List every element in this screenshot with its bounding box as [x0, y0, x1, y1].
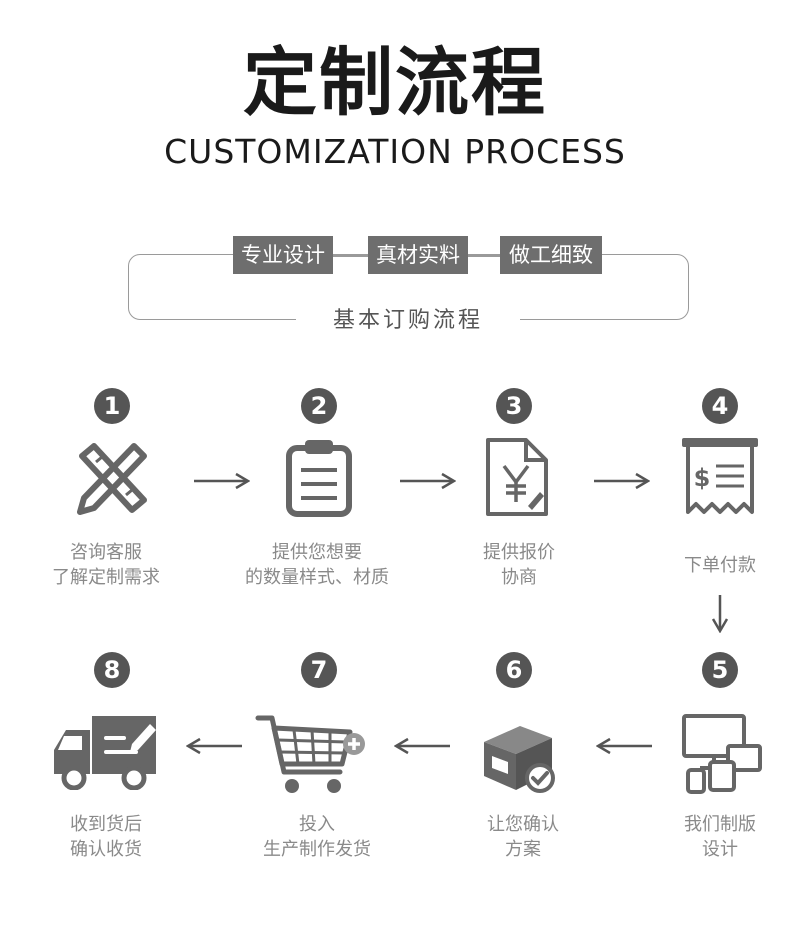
step-label: 收到货后确认收货 — [70, 814, 142, 860]
step-label: 让您确认方案 — [487, 814, 559, 860]
delivery-truck-icon — [54, 716, 156, 790]
step-label: 投入生产制作发货 — [263, 814, 371, 860]
tag-connector — [332, 255, 368, 257]
section-subtitle: 基本订购流程 — [296, 303, 520, 339]
devices-icon — [682, 714, 762, 794]
step-label: 下单付款 — [684, 555, 756, 576]
tag-real-materials: 真材实料 — [368, 236, 468, 274]
step-number-badge: 7 — [301, 652, 337, 688]
step-number-badge: 4 — [702, 388, 738, 424]
step-number-badge: 2 — [301, 388, 337, 424]
svg-text:$: $ — [694, 464, 711, 492]
dollar-receipt-icon: $ — [682, 438, 758, 514]
step-label: 我们制版设计 — [684, 814, 756, 860]
step-number-badge: 1 — [94, 388, 130, 424]
page-title: 定制流程 — [243, 40, 547, 126]
arrow-left-icon — [186, 737, 242, 755]
step-number-badge: 5 — [702, 652, 738, 688]
clipboard-icon — [286, 440, 352, 517]
ruler-pencil-icon — [77, 443, 147, 515]
tag-connector — [468, 255, 500, 257]
step-number-badge: 3 — [496, 388, 532, 424]
step-number-badge: 8 — [94, 652, 130, 688]
arrow-down-icon — [711, 595, 729, 633]
page-subtitle-en: CUSTOMIZATION PROCESS — [164, 132, 626, 171]
arrow-left-icon — [596, 737, 652, 755]
step-label: 咨询客服了解定制需求 — [52, 542, 160, 588]
step-number-badge: 6 — [496, 652, 532, 688]
arrow-right-icon — [400, 472, 456, 490]
package-check-icon — [484, 726, 555, 793]
arrow-right-icon — [594, 472, 650, 490]
tag-fine-workmanship: 做工细致 — [500, 236, 602, 274]
yen-document-icon — [486, 438, 548, 516]
tag-professional-design: 专业设计 — [233, 236, 333, 274]
step-label: 提供报价协商 — [483, 542, 555, 588]
arrow-left-icon — [394, 737, 450, 755]
step-label: 提供您想要的数量样式、材质 — [245, 542, 389, 588]
arrow-right-icon — [194, 472, 250, 490]
shopping-cart-icon — [255, 715, 365, 793]
